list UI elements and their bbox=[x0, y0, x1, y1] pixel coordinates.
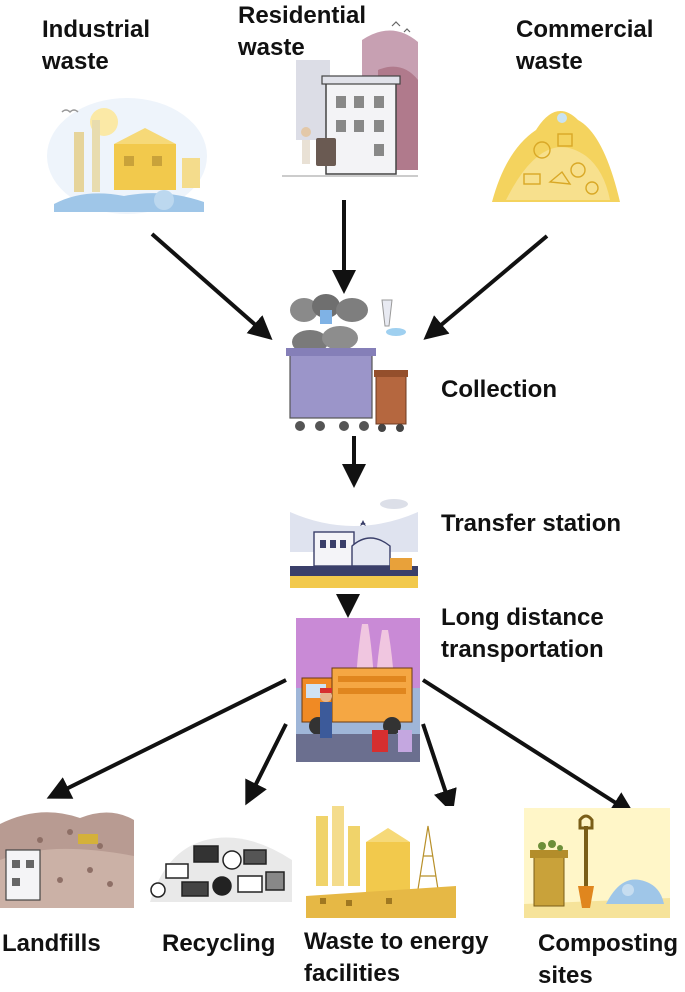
waste-bins-illustration bbox=[286, 294, 408, 432]
landfill-illustration bbox=[0, 812, 134, 908]
arrow-transport-to-landfills bbox=[46, 678, 287, 799]
garbage-truck-illustration bbox=[296, 618, 420, 762]
label-industrial-waste: Industrial waste bbox=[42, 16, 151, 75]
residential-building-illustration bbox=[282, 21, 418, 177]
label-collection: Collection bbox=[441, 376, 558, 403]
power-plant-illustration bbox=[306, 806, 456, 918]
commercial-waste-pile-illustration bbox=[492, 111, 620, 202]
label-landfills: Landfills bbox=[2, 930, 101, 957]
factory-scene-illustration bbox=[47, 98, 207, 214]
transfer-station-illustration bbox=[290, 492, 418, 588]
arrow-transport-to-composting bbox=[421, 678, 636, 816]
label-composting-sites: Composting sites bbox=[538, 930, 678, 989]
arrow-transport-to-recycling bbox=[245, 723, 288, 806]
label-residential-waste: Residential waste bbox=[238, 2, 367, 61]
recycling-pile-illustration bbox=[150, 837, 292, 902]
label-transfer-station: Transfer station bbox=[441, 510, 622, 537]
arrow-industrial-to-collection bbox=[150, 232, 273, 340]
label-commercial-waste: Commercial waste bbox=[516, 16, 654, 75]
label-recycling: Recycling bbox=[162, 930, 276, 957]
arrow-commercial-to-collection bbox=[423, 234, 549, 340]
label-waste-to-energy: Waste to energy facilities bbox=[304, 928, 489, 987]
label-long-distance-transportation: Long distance transportation bbox=[441, 604, 604, 663]
arrow-transport-to-energy bbox=[421, 723, 457, 814]
compost-bin-illustration bbox=[524, 808, 670, 918]
